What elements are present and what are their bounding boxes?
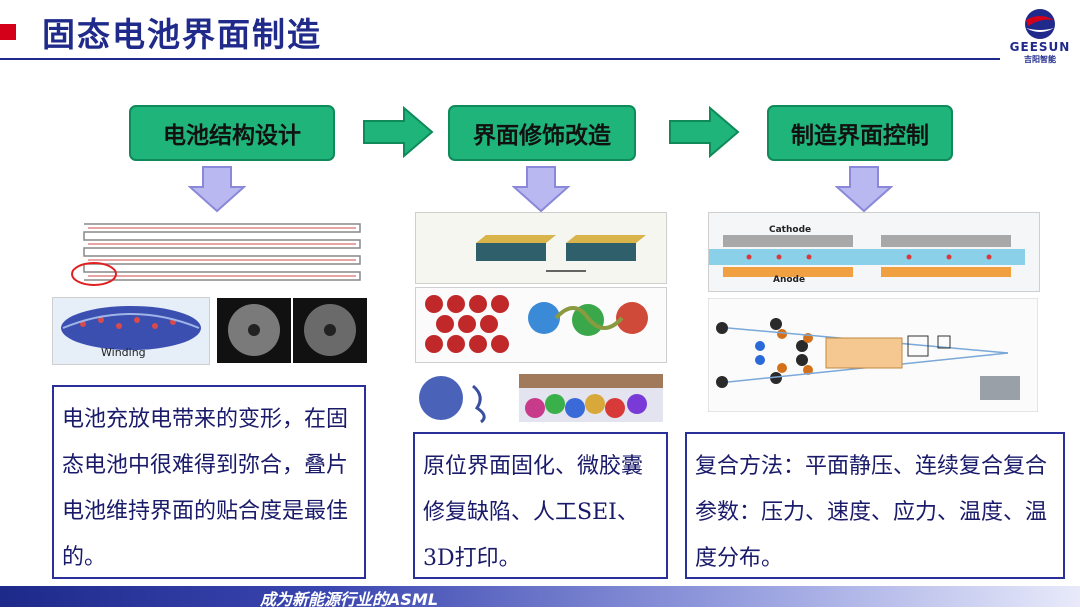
cathode-anode-image: Cathode Anode [708, 212, 1040, 292]
cathode-anode-graphic [709, 235, 1025, 277]
step-label: 界面修饰改造 [473, 123, 611, 149]
stacked-electrode-diagram [70, 218, 366, 290]
description-text: 复合方法：平面静压、连续复合复合参数：压力、速度、应力、温度、温度分布。 [695, 454, 1048, 571]
description-box-control: 复合方法：平面静压、连续复合复合参数：压力、速度、应力、温度、温度分布。 [685, 432, 1065, 579]
anode-label: Anode [773, 275, 806, 285]
right-arrow-icon [669, 106, 740, 158]
cathode-label: Cathode [769, 225, 812, 235]
footer-slogan: 成为新能源行业的ASML [260, 590, 439, 609]
description-text: 原位界面固化、微胶囊修复缺陷、人工SEI、3D打印。 [423, 454, 644, 571]
lamination-process-diagram [708, 298, 1038, 412]
logo-subtext: 吉阳智能 [1024, 55, 1056, 64]
description-box-modification: 原位界面固化、微胶囊修复缺陷、人工SEI、3D打印。 [413, 432, 668, 579]
description-text: 电池充放电带来的变形，在固态电池中很难得到弥合，叠片电池维持界面的贴合度是最佳的… [62, 407, 349, 570]
microcapsule-image [415, 287, 667, 363]
interphase-growth-image [415, 212, 667, 284]
description-box-structure: 电池充放电带来的变形，在固态电池中很难得到弥合，叠片电池维持界面的贴合度是最佳的… [52, 385, 366, 579]
header-divider [0, 58, 1000, 60]
winding-label: Winding [101, 346, 146, 359]
company-logo-icon [1025, 9, 1055, 39]
ct-scan-images [217, 298, 367, 363]
step-label: 制造界面控制 [791, 123, 929, 149]
right-arrow-icon [363, 106, 434, 158]
interphase-graphic [476, 235, 646, 272]
logo-text: GEESUN [1009, 40, 1071, 54]
winding-graphic [61, 306, 201, 350]
step-label: 电池结构设计 [163, 123, 301, 149]
down-arrow-icon [188, 166, 246, 213]
step-box-structure-design: 电池结构设计 [129, 105, 335, 161]
3d-printing-image [419, 374, 663, 424]
microcapsule-graphic [425, 295, 648, 353]
winding-image: Winding [52, 297, 210, 365]
down-arrow-icon [512, 166, 570, 213]
step-box-interface-modification: 界面修饰改造 [448, 105, 636, 161]
down-arrow-icon [835, 166, 893, 213]
footer-bar [0, 586, 1080, 607]
page-title: 固态电池界面制造 [42, 15, 322, 54]
step-box-interface-control: 制造界面控制 [767, 105, 953, 161]
title-marker [0, 24, 16, 40]
